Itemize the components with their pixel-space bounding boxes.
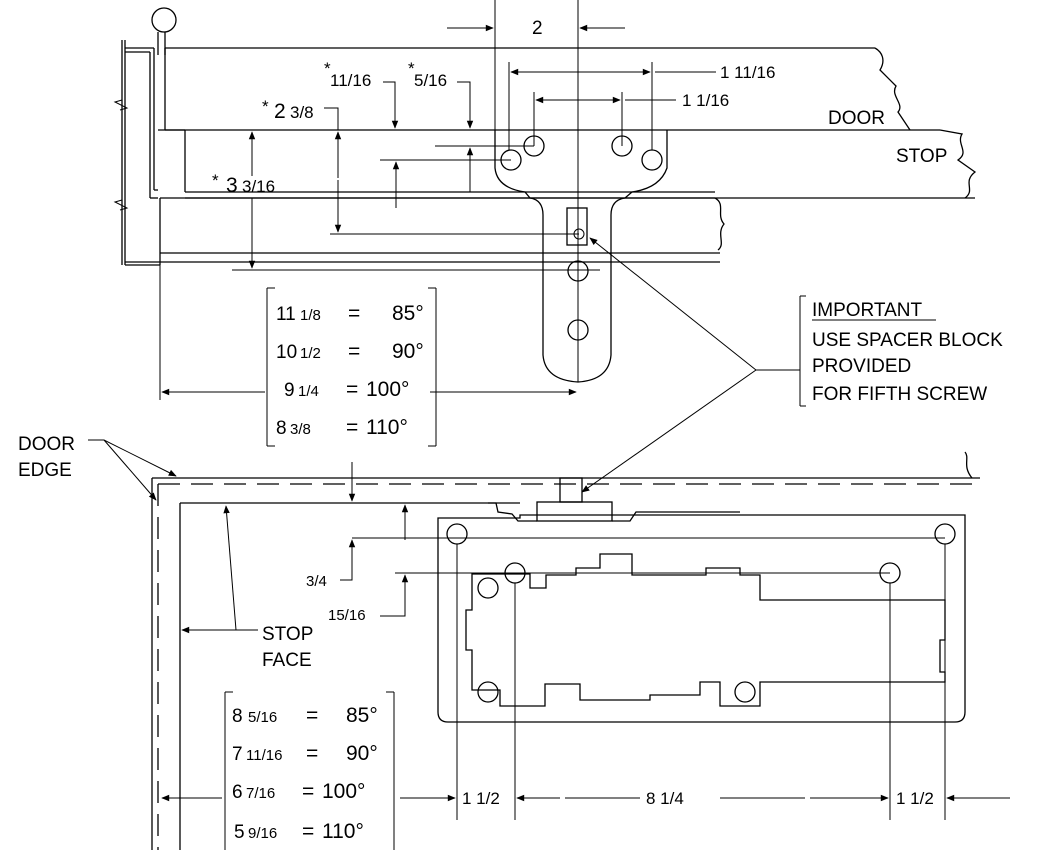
bottom-view: 3/4 15/16 DOOR EDGE STOP FACE 1 1/2 8 1/… <box>18 434 1010 850</box>
row-angle: 110° <box>366 416 408 439</box>
dim-3-3-16-star: * <box>212 171 219 190</box>
dim-11-16-label: 11/16 <box>330 71 371 90</box>
row-frac: 11/16 <box>246 747 282 764</box>
row-angle: 100° <box>322 780 365 803</box>
note-line1: USE SPACER BLOCK <box>812 330 1003 351</box>
row-eq: = <box>302 820 314 843</box>
arm-bracket <box>494 0 668 383</box>
row-whole: 5 <box>234 822 245 843</box>
row-frac: 3/8 <box>290 421 311 438</box>
row-eq: = <box>302 780 314 803</box>
top-table-row: 8 3/8 = 110° <box>276 416 408 439</box>
row-eq: = <box>346 378 358 401</box>
bottom-table-row: 5 9/16 = 110° <box>234 820 364 843</box>
dim-right-1-1-2-label: 1 1/2 <box>896 789 934 808</box>
row-angle: 90° <box>392 340 424 363</box>
row-whole: 8 <box>276 418 287 439</box>
dim-8-1-4-label: 8 1/4 <box>646 789 684 808</box>
note-title: IMPORTANT <box>812 300 923 321</box>
top-angle-table: 11 1/8 = 85° 10 1/2 = 90° 9 1/4 = 100° 8… <box>266 287 437 447</box>
top-table-row: 10 1/2 = 90° <box>276 340 424 363</box>
dim-2-label: 2 <box>532 18 543 39</box>
mounting-hole-icon <box>477 681 499 703</box>
row-eq: = <box>348 302 360 325</box>
row-frac: 5/16 <box>248 709 277 726</box>
hinge-knuckle-icon <box>151 7 177 33</box>
dim-2-3-8-star: * <box>262 97 269 116</box>
bottom-table-row: 7 11/16 = 90° <box>232 742 378 765</box>
bottom-angle-table: 8 5/16 = 85° 7 11/16 = 90° 6 7/16 = 100°… <box>224 691 395 850</box>
row-whole: 10 <box>276 342 297 363</box>
row-frac: 1/8 <box>300 307 321 324</box>
row-whole: 6 <box>232 782 243 803</box>
door-edge-line2: EDGE <box>18 460 72 481</box>
top-view: 2 1 11/16 1 1/16 * 11/16 * 5/16 * 2 3/8 <box>113 0 977 447</box>
row-eq: = <box>348 340 360 363</box>
top-table-row: 9 1/4 = 100° <box>284 378 409 401</box>
dim-1-11-16-label: 1 11/16 <box>720 63 775 82</box>
mounting-hole-icon <box>477 577 499 599</box>
row-angle: 85° <box>346 704 378 727</box>
row-whole: 9 <box>284 380 295 401</box>
dim-2-3-8-frac: 3/8 <box>290 103 314 122</box>
mounting-hole-icon <box>446 523 468 545</box>
row-angle: 85° <box>392 302 424 325</box>
dim-5-16-label: 5/16 <box>414 71 447 90</box>
dim-11-16-star: * <box>324 59 331 78</box>
door-edge-line1: DOOR <box>18 434 75 455</box>
dim-3-4-label: 3/4 <box>306 573 327 590</box>
dim-3-3-16-frac: 3/16 <box>242 177 275 196</box>
row-frac: 7/16 <box>246 785 275 802</box>
dim-left-1-1-2-label: 1 1/2 <box>462 789 500 808</box>
frame-jamb <box>113 40 161 266</box>
dim-2-3-8-whole: 2 <box>274 100 286 123</box>
row-eq: = <box>306 742 318 765</box>
dim-1-1-16-label: 1 1/16 <box>682 91 729 110</box>
closer-body <box>437 514 966 723</box>
dim-5-16-star: * <box>408 59 415 78</box>
top-table-row: 11 1/8 = 85° <box>276 302 424 325</box>
bottom-table-row: 6 7/16 = 100° <box>232 780 365 803</box>
row-angle: 100° <box>366 378 409 401</box>
stop-face-line1: STOP <box>262 624 313 645</box>
note-line2: PROVIDED <box>812 356 911 377</box>
row-whole: 7 <box>232 744 243 765</box>
note-line3: FOR FIFTH SCREW <box>812 384 987 405</box>
row-frac: 9/16 <box>248 825 277 842</box>
door-leaf <box>158 47 940 192</box>
important-note: IMPORTANT USE SPACER BLOCK PROVIDED FOR … <box>581 237 1003 493</box>
row-eq: = <box>346 416 358 439</box>
row-angle: 110° <box>322 820 364 843</box>
mounting-hole-icon <box>734 681 756 703</box>
bottom-table-row: 8 5/16 = 85° <box>232 704 378 727</box>
dim-3-3-16-whole: 3 <box>226 174 238 197</box>
row-whole: 8 <box>232 706 243 727</box>
stop-label: STOP <box>896 146 947 167</box>
row-whole: 11 <box>276 304 296 325</box>
mounting-hole-icon <box>934 523 956 545</box>
row-frac: 1/4 <box>298 383 319 400</box>
row-eq: = <box>306 704 318 727</box>
dim-15-16-label: 15/16 <box>328 607 366 624</box>
row-angle: 90° <box>346 742 378 765</box>
stop-face-line2: FACE <box>262 650 312 671</box>
door-label: DOOR <box>828 108 885 129</box>
row-frac: 1/2 <box>300 345 321 362</box>
